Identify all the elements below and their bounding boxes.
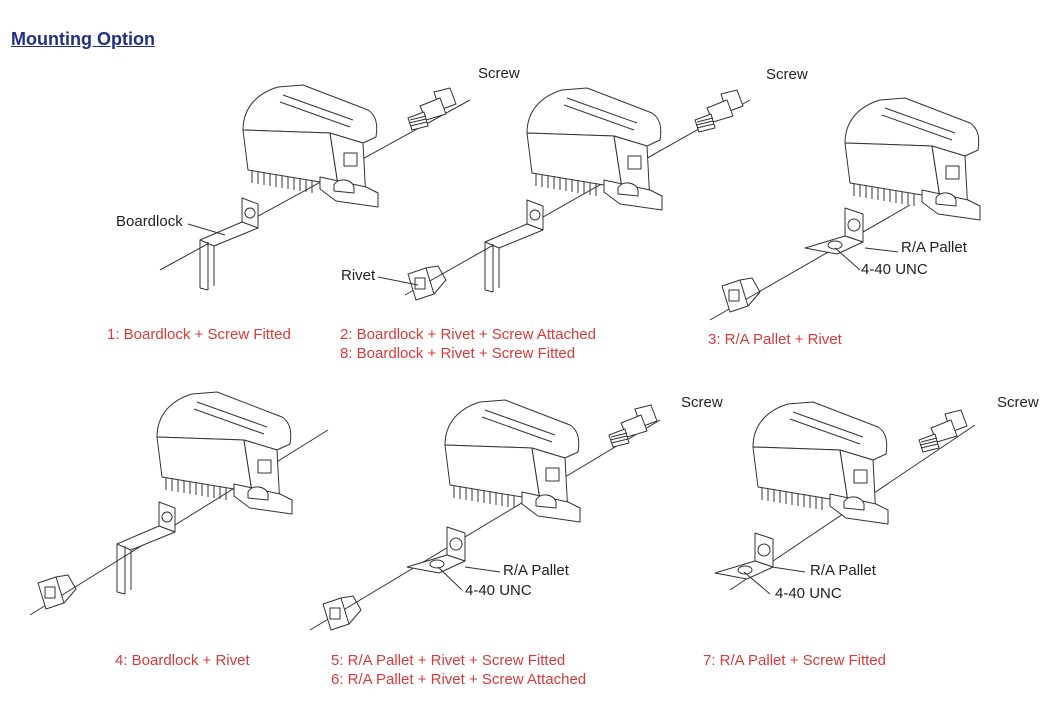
screw-label-7: Screw [997, 394, 1039, 411]
boardlock-label: Boardlock [116, 213, 183, 230]
diagram-5 [310, 399, 660, 631]
diagram-3 [710, 97, 981, 320]
screw-label-5: Screw [681, 394, 723, 411]
screw-label-1: Screw [478, 65, 520, 82]
option-1-caption: 1: Boardlock + Screw Fitted [107, 326, 291, 343]
diagram-4 [30, 391, 328, 615]
option-6-caption: 6: R/A Pallet + Rivet + Screw Attached [331, 671, 587, 688]
pallet-label-7: R/A Pallet [810, 562, 876, 579]
option-2-caption: 2: Boardlock + Rivet + Screw Attached [340, 326, 596, 343]
option-4-caption: 4: Boardlock + Rivet [115, 652, 250, 669]
pallet-label-5: R/A Pallet [503, 562, 569, 579]
option-3-caption: 3: R/A Pallet + Rivet [708, 331, 842, 348]
screw-label-2: Screw [766, 66, 808, 83]
option-5-caption: 5: R/A Pallet + Rivet + Screw Fitted [331, 652, 566, 669]
diagram-1 [160, 84, 470, 291]
unc-label-5: 4-40 UNC [465, 582, 532, 599]
pallet-label-3: R/A Pallet [901, 239, 967, 256]
option-8-caption: 8: Boardlock + Rivet + Screw Fitted [340, 345, 576, 362]
option-7-caption: 7: R/A Pallet + Screw Fitted [703, 652, 886, 669]
unc-label-7: 4-40 UNC [775, 585, 842, 602]
page-title: Mounting Option [11, 29, 155, 49]
rivet-label: Rivet [341, 267, 376, 284]
unc-label-3: 4-40 UNC [861, 261, 928, 278]
diagram-2 [378, 87, 750, 301]
diagram-6 [714, 401, 975, 594]
